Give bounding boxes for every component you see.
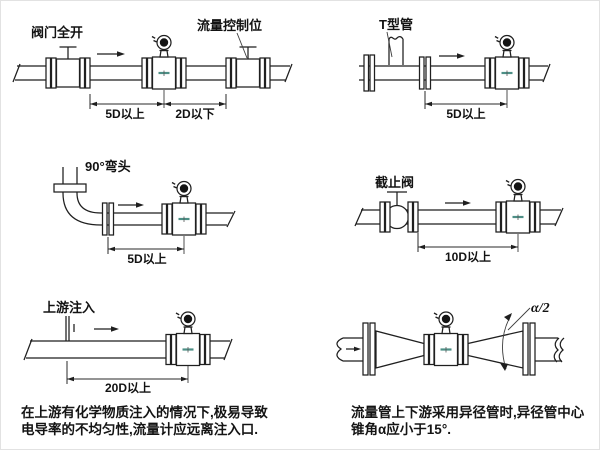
- flowmeter: [495, 178, 541, 234]
- angle-arc: [500, 307, 531, 371]
- dim-upstream-label: 5D以上: [105, 106, 144, 121]
- dim-upstream-label: 20D以上: [105, 380, 151, 395]
- flow-direction-arrow: [97, 51, 125, 57]
- leader-line: [386, 31, 393, 58]
- panel-stop-valve: 截止阀 10D以上: [354, 175, 564, 264]
- leader-line: [236, 32, 248, 59]
- caption-line2: 锥角α应小于15°.: [351, 421, 451, 437]
- flowmeter: [165, 311, 211, 367]
- injection-label: 上游注入: [43, 300, 95, 315]
- gate-valve-upstream: [45, 46, 91, 89]
- reducer-cone-left: [375, 330, 425, 369]
- pipe: [23, 338, 233, 361]
- flange-right: [522, 322, 536, 376]
- tee-label: T型管: [379, 17, 413, 32]
- injection-tube: [65, 316, 75, 341]
- pipe-right: [535, 337, 565, 363]
- dimension-5d: 5D以上 2D以下: [89, 94, 227, 121]
- flow-direction-arrow: [94, 326, 119, 332]
- dim-upstream-label: 10D以上: [445, 249, 491, 264]
- panel-reducer: α/2 流量管上下游采用异径管时,异径管中心 锥角α应小于15°.: [336, 301, 585, 437]
- panel-tee-pipe: T型管 5D以上: [359, 17, 551, 121]
- dim-upstream-label: 5D以上: [127, 251, 166, 266]
- elbow-pipe: [62, 167, 102, 226]
- gate-valve-downstream: [225, 46, 271, 89]
- flowmeter: [423, 311, 469, 367]
- dimension-5d: 5D以上: [424, 91, 507, 121]
- dim-upstream-label: 5D以上: [446, 106, 485, 121]
- dim-downstream-label: 2D以下: [175, 107, 214, 121]
- flow-direction-arrow: [439, 53, 465, 59]
- valve-open-label: 阀门全开: [31, 25, 83, 40]
- reducer-cone-right: [467, 330, 524, 369]
- elbow-label: 90°弯头: [85, 159, 131, 174]
- flange-pair: [418, 56, 432, 90]
- caption-line2: 电导率的不均匀性,流量计应远离注入口.: [21, 421, 258, 437]
- pipe-left: [336, 337, 363, 362]
- flow-direction-arrow: [118, 202, 144, 208]
- flow-control-label: 流量控制位: [197, 18, 262, 33]
- panel-valve-installation: 阀门全开 流量控制位 5D以上 2D以下: [12, 18, 293, 121]
- stop-valve-label: 截止阀: [375, 175, 414, 190]
- caption-line1: 流量管上下游采用异径管时,异径管中心: [351, 404, 585, 420]
- panel-upstream-injection: 上游注入 20D以上 在上游有化学物质注入的情况下,极易导致 电导率的不均匀性,…: [21, 300, 268, 437]
- dimension-5d: 5D以上: [107, 237, 184, 266]
- flowmeter: [161, 180, 207, 236]
- angle-label: α/2: [531, 301, 550, 316]
- stop-valve: [379, 191, 419, 233]
- dimension-10d: 10D以上: [417, 233, 518, 264]
- elbow-flange: [53, 183, 87, 193]
- blind-flange: [363, 54, 376, 92]
- caption-line1: 在上游有化学物质注入的情况下,极易导致: [21, 404, 268, 420]
- flange-left: [362, 322, 376, 376]
- flowmeter: [484, 34, 530, 90]
- flowmeter: [141, 34, 187, 90]
- panel-elbow: 90°弯头 5D以上: [53, 159, 236, 266]
- flange-pair: [101, 202, 115, 236]
- flow-direction-arrow: [346, 346, 361, 352]
- dimension-20d: 20D以上: [66, 361, 188, 395]
- flow-direction-arrow: [445, 200, 471, 206]
- pipe: [354, 207, 564, 227]
